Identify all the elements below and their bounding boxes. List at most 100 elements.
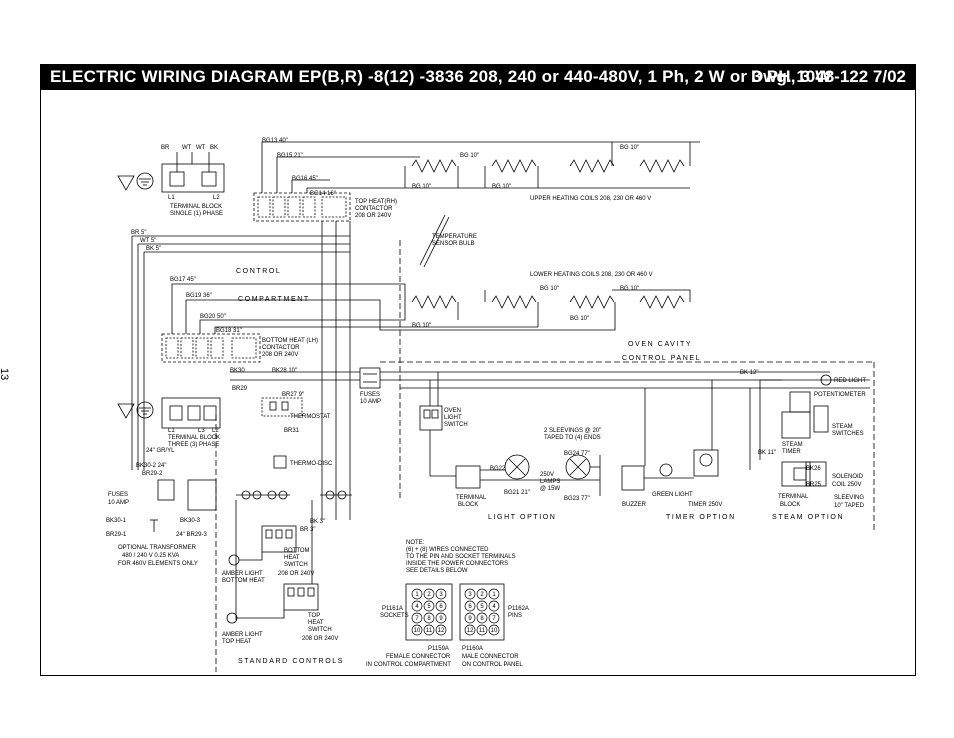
steam-timer-label: STEAM <box>782 442 803 448</box>
section-standard-controls: STANDARD CONTROLS <box>238 658 344 665</box>
bottom-contactor-label: BOTTOM HEAT (LH) <box>262 338 318 344</box>
pin-ring-11 <box>476 624 488 636</box>
wire-tag-wt5: WT 5" <box>140 238 156 244</box>
socket-ring-12 <box>435 624 447 636</box>
tb3-title: TERMINAL BLOCK <box>168 435 220 441</box>
p1162a-label: P1162A <box>508 606 529 612</box>
pin-7: 7 <box>492 616 496 622</box>
tb3-l2: L2 <box>212 428 219 434</box>
wire-color-wt1: WT <box>182 145 192 151</box>
pin-ring-5 <box>476 600 488 612</box>
steam-terminal-label: TERMINAL <box>778 494 809 500</box>
solenoid-label2: COIL 250V <box>832 482 861 488</box>
wire-tag-bk28: BK28 10" <box>272 368 297 374</box>
wire-tag-bg22: BG22 <box>490 466 506 472</box>
p1159a-label2: FEMALE CONNECTOR <box>386 654 451 660</box>
tb3-sub: THREE (3) PHASE <box>168 442 219 448</box>
tb3-l3: L3 <box>198 428 205 434</box>
bottom-heat-switch-label4: 208 OR 240V <box>278 571 314 577</box>
red-light-label: RED LIGHT <box>834 378 866 384</box>
socket-6: 6 <box>439 604 443 610</box>
wire-tag-bg21: BG21 21" <box>504 490 530 496</box>
oven-light-label3: SWITCH <box>444 422 468 428</box>
section-steam-option: STEAM OPTION <box>772 514 844 521</box>
title-bar: ELECTRIC WIRING DIAGRAM EP(B,R) -8(12) -… <box>40 64 916 90</box>
solenoid-coil <box>805 461 827 487</box>
oven-light-switch[interactable] <box>419 405 443 431</box>
lower-coil-4 <box>639 295 685 309</box>
pin-9: 9 <box>468 616 472 622</box>
p1159a-label: P1159A <box>428 646 449 652</box>
socket-8: 8 <box>427 616 431 622</box>
wire-tag-bk30-1: BK30-1 <box>106 518 127 524</box>
top-contactor-label2: CONTACTOR <box>355 206 393 212</box>
pin-ring-3 <box>464 588 476 600</box>
top-heat-switch[interactable] <box>283 583 319 611</box>
bottom-contactor-label3: 208 OR 240V <box>262 352 298 358</box>
wire-tag-bg18: BG18 31" <box>216 328 242 334</box>
connector-p1160a <box>459 583 505 641</box>
top-heat-switch-label: TOP <box>308 613 320 619</box>
pin-ring-4 <box>488 600 500 612</box>
steam-switches[interactable] <box>781 411 811 439</box>
light-terminal-label2: BLOCK <box>458 502 478 508</box>
pin-6: 6 <box>468 604 472 610</box>
socket-3: 3 <box>439 592 443 598</box>
pin-ring-1 <box>488 588 500 600</box>
section-control-panel: CONTROL PANEL <box>622 355 701 362</box>
section-control: CONTROL <box>236 268 281 275</box>
tb1-title: TERMINAL BLOCK <box>170 204 222 210</box>
oven-lamp-1 <box>504 454 530 480</box>
pin-5: 5 <box>480 604 484 610</box>
wire-color-bk: BK <box>210 145 218 151</box>
socket-ring-7 <box>411 612 423 624</box>
wire-tag-bk12: BK 12" <box>740 370 758 376</box>
p1161a-label: P1161A <box>382 606 403 612</box>
section-oven-cavity: OVEN CAVITY <box>628 341 692 348</box>
socket-ring-11 <box>423 624 435 636</box>
pin-ring-9 <box>464 612 476 624</box>
top-heat-contactor <box>253 192 351 222</box>
terminal-block-light <box>455 465 481 489</box>
pin-2: 2 <box>480 592 484 598</box>
timer[interactable] <box>693 449 719 477</box>
wire-tag-bk26: BK26 <box>806 466 821 472</box>
lamps-label2: LAMPS <box>540 479 560 485</box>
solenoid-label: SOLENOID <box>832 474 864 480</box>
amber-bottom-label: AMBER LIGHT <box>222 571 263 577</box>
amber-top-label2: TOP HEAT <box>222 639 252 645</box>
thermo-disc-label: THERMO-DISC <box>290 461 333 467</box>
buzzer <box>621 465 645 491</box>
socket-10: 10 <box>414 628 421 634</box>
sleeving-label2: 10" TAPED <box>834 503 865 509</box>
terminal-block-single-phase <box>161 163 225 193</box>
buzzer-label: BUZZER <box>622 502 647 508</box>
wire-tag-bg10a: BG 10" <box>460 153 479 159</box>
wire-tag-bg15: BG15 21" <box>277 153 303 159</box>
green-light-label: GREEN LIGHT <box>652 492 693 498</box>
fuses-10-amp <box>359 367 381 389</box>
note-line3: TO THE PIN AND SOCKET TERMINALS <box>406 554 516 560</box>
socket-9: 9 <box>439 616 443 622</box>
pin-11: 11 <box>479 628 486 634</box>
tb1-sub: SINGLE (1) PHASE <box>170 211 223 217</box>
lamps-label1: 250V <box>540 472 554 478</box>
bottom-heat-switch[interactable] <box>261 525 297 553</box>
potentiometer[interactable] <box>789 391 811 413</box>
pin-10: 10 <box>491 628 498 634</box>
bottom-heat-switch-label2: HEAT <box>284 555 300 561</box>
wire-tag-bk11: BK 11" <box>758 450 776 456</box>
wire-tag-bg24: BG24 77" <box>564 451 590 457</box>
amber-light-top-heat <box>226 612 238 624</box>
upper-coil-2 <box>491 159 537 173</box>
wire-color-br: BR <box>161 145 170 151</box>
steam-timer[interactable] <box>793 467 807 481</box>
lower-coil-3 <box>569 295 615 309</box>
p1160a-label3: ON CONTROL PANEL <box>462 662 523 668</box>
oven-light-label2: LIGHT <box>444 415 462 421</box>
bottom-contactor-label2: CONTACTOR <box>262 345 300 351</box>
wire-tag-bg17: BG17 45" <box>170 277 196 283</box>
wire-tag-bk30-2: BK30-2 24" <box>136 463 166 469</box>
socket-11: 11 <box>426 628 433 634</box>
wire-tag-bg10e: BG 10" <box>540 286 559 292</box>
